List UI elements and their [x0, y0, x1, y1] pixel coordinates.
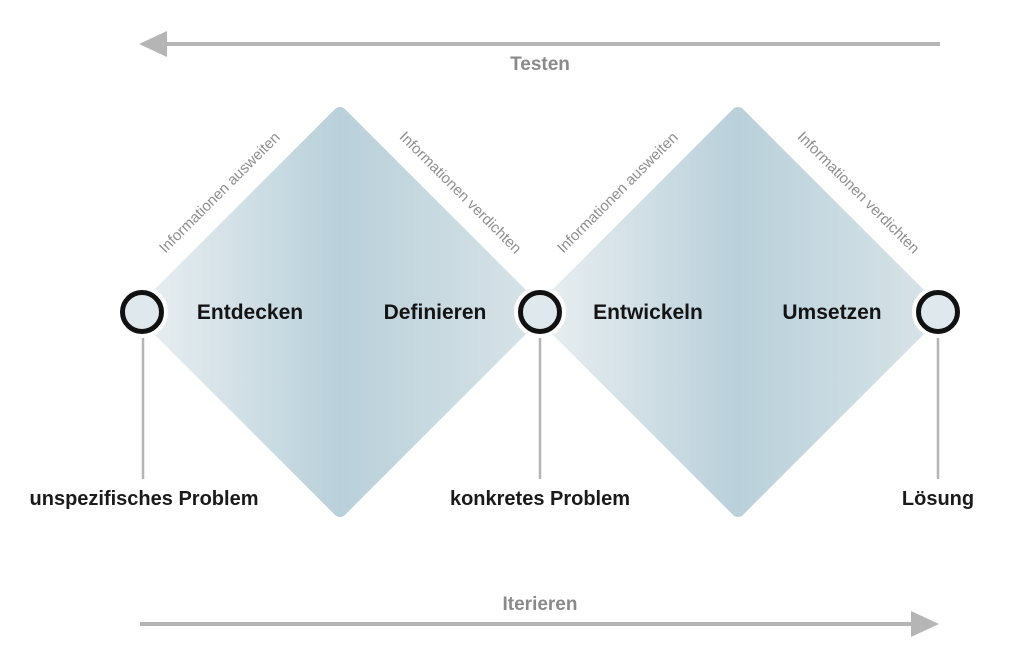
phase-label-entwickeln: Entwickeln	[593, 301, 703, 324]
milestone2-label: konkretes Problem	[450, 488, 630, 510]
milestone-unspecific-problem: unspezifisches Problem	[30, 286, 259, 510]
top-arrowhead-left-icon	[139, 31, 167, 57]
top-arrow-label: Testen	[510, 54, 570, 75]
phase-label-definieren: Definieren	[384, 301, 487, 324]
phase-label-entdecken: Entdecken	[197, 301, 303, 324]
phase-label-umsetzen: Umsetzen	[782, 301, 881, 324]
diamond-discover-define: Entdecken Definieren Informationen auswe…	[132, 107, 545, 517]
milestone1-label: unspezifisches Problem	[30, 488, 259, 510]
milestone1-node-circle	[120, 290, 164, 334]
milestone-solution: Lösung	[902, 286, 974, 510]
bottom-arrow: Iterieren	[140, 594, 939, 637]
top-arrow: Testen	[139, 31, 940, 75]
milestone3-label: Lösung	[902, 488, 974, 510]
milestone2-node-circle	[518, 290, 562, 334]
bottom-arrowhead-right-icon	[911, 611, 939, 637]
milestone3-node-circle	[916, 290, 960, 334]
milestone-concrete-problem: konkretes Problem	[450, 286, 630, 510]
bottom-arrow-label: Iterieren	[503, 594, 578, 615]
diamond-develop-deliver: Entwickeln Umsetzen Informationen auswei…	[530, 107, 943, 517]
